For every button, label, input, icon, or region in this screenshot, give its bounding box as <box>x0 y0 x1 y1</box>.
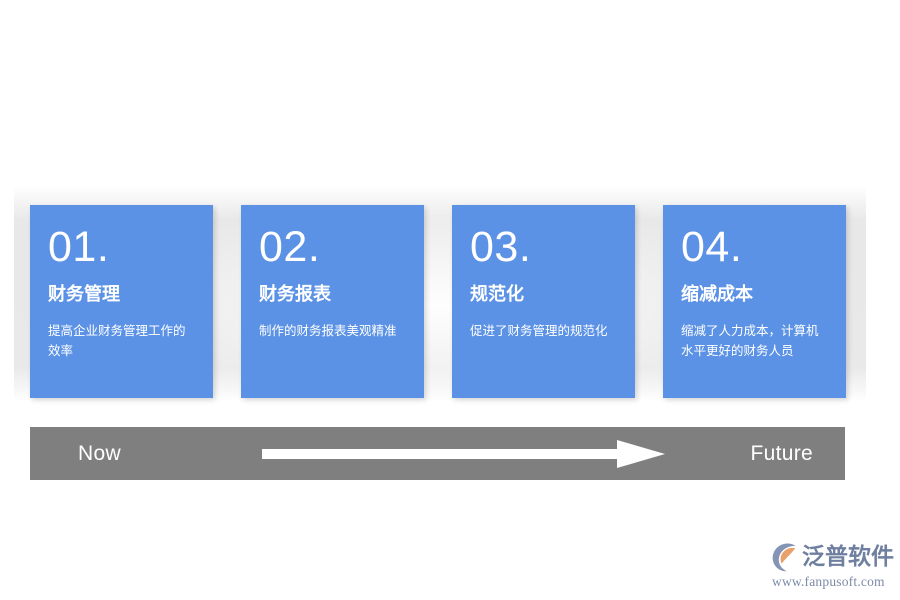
fanpu-swirl-icon <box>772 543 796 571</box>
step-number: 04. <box>681 223 743 271</box>
timeline-end-label: Future <box>750 441 813 465</box>
step-title: 缩减成本 <box>681 284 753 304</box>
step-card-4[interactable]: 04. 缩减成本 缩减了人力成本，计算机水平更好的财务人员 <box>663 205 846 398</box>
step-description: 提高企业财务管理工作的效率 <box>48 324 186 358</box>
step-description: 促进了财务管理的规范化 <box>470 324 608 338</box>
step-number: 01. <box>48 223 110 271</box>
step-description: 制作的财务报表美观精准 <box>259 324 397 338</box>
brand-logo: 泛普软件 www.fanpusoft.com <box>770 540 894 590</box>
step-card-2[interactable]: 02. 财务报表 制作的财务报表美观精准 <box>241 205 424 398</box>
timeline-start-label: Now <box>78 441 121 465</box>
step-title: 财务管理 <box>48 284 120 304</box>
brand-url: www.fanpusoft.com <box>772 574 885 589</box>
step-number: 03. <box>470 223 532 271</box>
right-arrow-icon <box>262 440 665 468</box>
step-title: 财务报表 <box>259 284 331 304</box>
step-title: 规范化 <box>470 284 524 304</box>
timeline-bar: Now Future <box>30 427 845 480</box>
step-number: 02. <box>259 223 321 271</box>
step-card-1[interactable]: 01. 财务管理 提高企业财务管理工作的效率 <box>30 205 213 398</box>
steps-card-row: 01. 财务管理 提高企业财务管理工作的效率 02. 财务报表 制作的财务报表美… <box>30 205 870 398</box>
brand-name: 泛普软件 <box>802 543 894 570</box>
step-card-3[interactable]: 03. 规范化 促进了财务管理的规范化 <box>452 205 635 398</box>
brand-logo-row: 泛普软件 <box>770 540 894 573</box>
step-description: 缩减了人力成本，计算机水平更好的财务人员 <box>681 324 819 358</box>
